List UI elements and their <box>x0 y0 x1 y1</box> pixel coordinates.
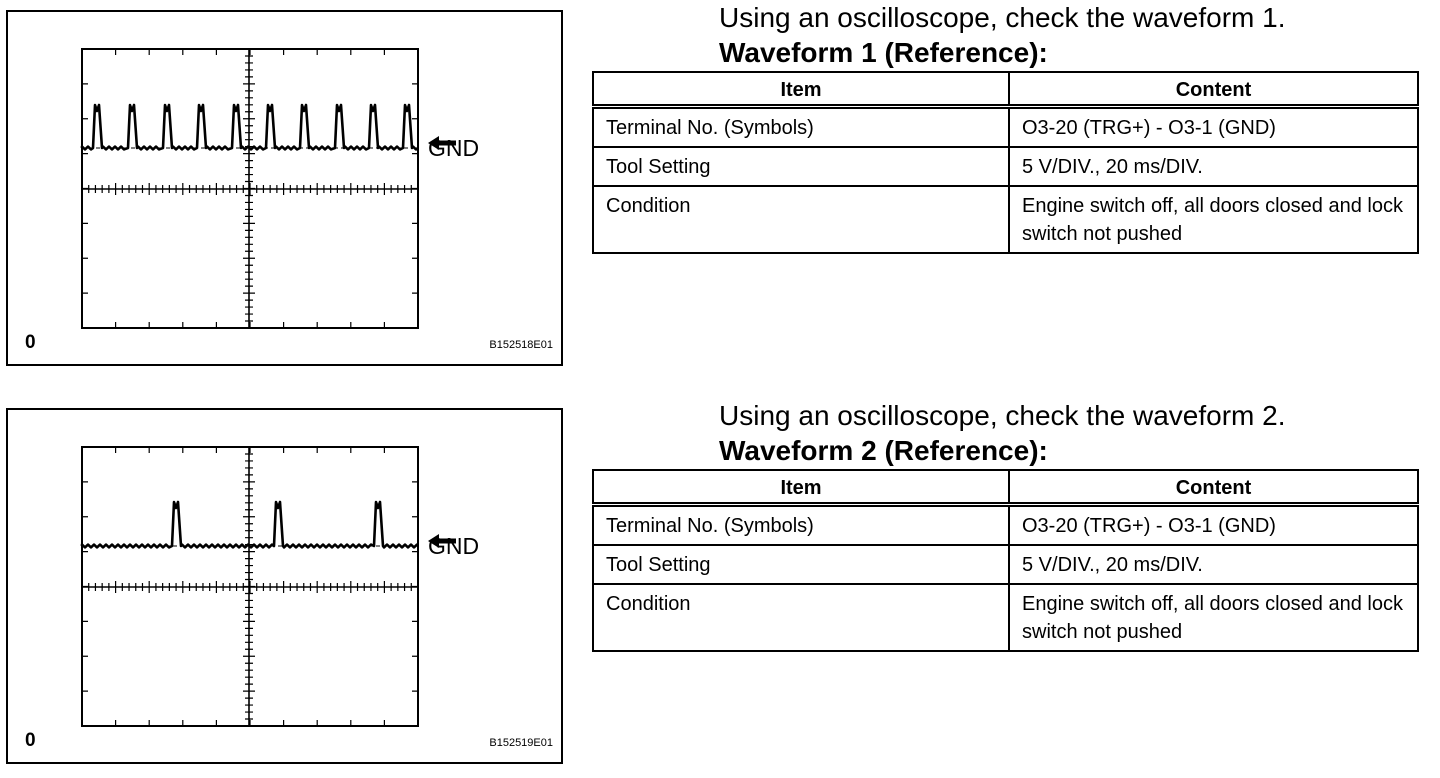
signal-trace <box>80 500 420 549</box>
signal-trace <box>80 103 419 151</box>
table-cell-content: Engine switch off, all doors closed and … <box>1008 184 1419 254</box>
table-cell-content: O3-20 (TRG+) - O3-1 (GND) <box>1008 503 1419 546</box>
table-cell-content: 5 V/DIV., 20 ms/DIV. <box>1008 145 1419 187</box>
arrow-left-icon <box>428 136 456 150</box>
table-cell-content: Engine switch off, all doors closed and … <box>1008 582 1419 652</box>
waveform-section-1: GND 0 B152518E01 Using an oscilloscope, … <box>0 0 1440 380</box>
column-header-content: Content <box>1008 71 1419 109</box>
figure-id: B152518E01 <box>489 339 553 351</box>
oscilloscope-figure-2: GND 0 B152519E01 <box>6 408 563 764</box>
waveform-heading: Waveform 2 (Reference): <box>719 435 1048 466</box>
table-cell-item: Condition <box>592 184 1010 254</box>
instruction-text: Using an oscilloscope, check the wavefor… <box>719 400 1286 431</box>
gnd-indicator-2: GND <box>428 533 479 560</box>
column-header-item: Item <box>592 469 1010 507</box>
table-cell-item: Terminal No. (Symbols) <box>592 105 1010 148</box>
gnd-indicator-1: GND <box>428 135 479 162</box>
oscilloscope-screen-2 <box>80 446 420 727</box>
oscilloscope-figure-1: GND 0 B152518E01 <box>6 10 563 366</box>
table-cell-item: Condition <box>592 582 1010 652</box>
waveform-section-2: GND 0 B152519E01 Using an oscilloscope, … <box>0 398 1440 778</box>
origin-label: 0 <box>25 730 36 751</box>
spec-table-2: Item Content Terminal No. (Symbols) O3-2… <box>592 469 1419 652</box>
table-cell-content: O3-20 (TRG+) - O3-1 (GND) <box>1008 105 1419 148</box>
table-cell-item: Tool Setting <box>592 543 1010 585</box>
table-cell-item: Terminal No. (Symbols) <box>592 503 1010 546</box>
origin-label: 0 <box>25 332 36 353</box>
table-header-row: Item Content <box>592 469 1419 507</box>
table-row: Condition Engine switch off, all doors c… <box>592 582 1419 652</box>
figure-id: B152519E01 <box>489 737 553 749</box>
table-header-row: Item Content <box>592 71 1419 109</box>
grid-ticks <box>81 446 419 727</box>
column-header-item: Item <box>592 71 1010 109</box>
spec-table-1: Item Content Terminal No. (Symbols) O3-2… <box>592 71 1419 254</box>
table-cell-item: Tool Setting <box>592 145 1010 187</box>
table-row: Condition Engine switch off, all doors c… <box>592 184 1419 254</box>
table-row: Terminal No. (Symbols) O3-20 (TRG+) - O3… <box>592 503 1419 546</box>
column-header-content: Content <box>1008 469 1419 507</box>
waveform-heading: Waveform 1 (Reference): <box>719 37 1048 68</box>
table-row: Tool Setting 5 V/DIV., 20 ms/DIV. <box>592 145 1419 187</box>
table-cell-content: 5 V/DIV., 20 ms/DIV. <box>1008 543 1419 585</box>
table-row: Terminal No. (Symbols) O3-20 (TRG+) - O3… <box>592 105 1419 148</box>
arrow-left-icon <box>428 534 456 548</box>
grid-ticks <box>81 48 419 329</box>
table-row: Tool Setting 5 V/DIV., 20 ms/DIV. <box>592 543 1419 585</box>
instruction-text: Using an oscilloscope, check the wavefor… <box>719 2 1286 33</box>
oscilloscope-screen-1 <box>80 48 419 329</box>
